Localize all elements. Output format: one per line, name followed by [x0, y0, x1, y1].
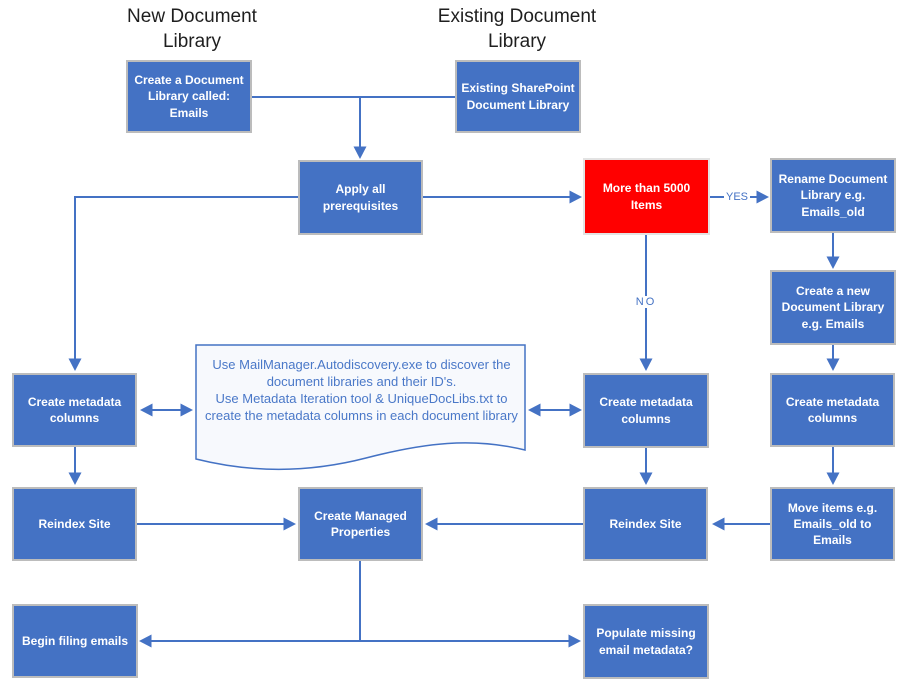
- node-create-metadata-columns-left: Create metadata columns: [12, 373, 137, 447]
- connector-lines: [74, 96, 834, 642]
- arrowhead-into-reindex-middle: [639, 472, 653, 485]
- arrowhead-into-reindexmiddle-east: [712, 517, 725, 531]
- arrowhead-into-prereq: [353, 146, 367, 159]
- node-populate-missing-metadata: Populate missing email metadata?: [583, 604, 709, 679]
- node-reindex-site-left: Reindex Site: [12, 487, 137, 561]
- node-create-metadata-columns-right: Create metadata columns: [770, 373, 895, 447]
- arrowhead-into-rename: [756, 190, 769, 204]
- title-new-document-library: New Document Library: [127, 6, 257, 52]
- node-create-managed-properties: Create Managed Properties: [298, 487, 423, 561]
- arrowhead-into-managed-west: [283, 517, 296, 531]
- node-move-items: Move items e.g. Emails_old to Emails: [770, 487, 895, 561]
- arrowhead-dbl-right-east: [569, 403, 582, 417]
- node-begin-filing-emails: Begin filing emails: [12, 604, 138, 678]
- node-create-metadata-columns-middle: Create metadata columns: [583, 373, 709, 448]
- node-create-new-document-library: Create a new Document Library e.g. Email…: [770, 270, 896, 345]
- document-note-line: document libraries and their ID's.: [266, 374, 457, 389]
- document-note-line: create the metadata columns in each docu…: [205, 408, 518, 423]
- node-more-than-5000-items: More than 5000 Items: [583, 158, 710, 235]
- arrowhead-into-createnew: [826, 256, 840, 269]
- title-existing-document-library: Existing Document Library: [437, 6, 597, 52]
- arrowheads: [68, 146, 840, 648]
- node-create-document-library: Create a Document Library called: Emails: [126, 60, 252, 133]
- document-note-line: Use MailManager.Autodiscovery.exe to dis…: [212, 357, 511, 372]
- node-reindex-site-middle: Reindex Site: [583, 487, 708, 561]
- document-note-line: Use Metadata Iteration tool & UniqueDocL…: [215, 391, 508, 406]
- node-label: Create a Document Library called: Emails: [134, 56, 243, 137]
- arrowhead-into-move-items: [826, 472, 840, 485]
- arrowhead-into-reindex-left: [68, 472, 82, 485]
- document-shape: [195, 344, 526, 471]
- document-note: Use MailManager.Autodiscovery.exe to dis…: [198, 356, 525, 424]
- arrowhead-into-decision: [569, 190, 582, 204]
- arrowhead-into-metadata-right: [826, 358, 840, 371]
- connector-prereq-to-metadata-left: [74, 196, 298, 359]
- arrowhead-dbl-left-west: [140, 403, 153, 417]
- node-label-text: Create a Document Library called:: [134, 73, 244, 104]
- arrowhead-into-populate: [568, 634, 581, 648]
- arrowhead-into-begin-filing: [139, 634, 152, 648]
- node-existing-sharepoint-library: Existing SharePoint Document Library: [455, 60, 581, 133]
- node-apply-prerequisites: Apply all prerequisites: [298, 160, 423, 235]
- arrowhead-into-metadata-middle: [639, 358, 653, 371]
- arrowhead-into-managed-east: [425, 517, 438, 531]
- edge-label-yes: YES: [723, 191, 751, 203]
- node-rename-document-library: Rename Document Library e.g. Emails_old: [770, 158, 896, 233]
- arrowhead-dbl-right-west: [528, 403, 541, 417]
- edge-label-no: NO: [633, 296, 659, 308]
- arrowhead-into-metadata-left: [68, 358, 82, 371]
- node-label-emphasis: Emails: [169, 105, 209, 120]
- arrowhead-dbl-left-east: [180, 403, 193, 417]
